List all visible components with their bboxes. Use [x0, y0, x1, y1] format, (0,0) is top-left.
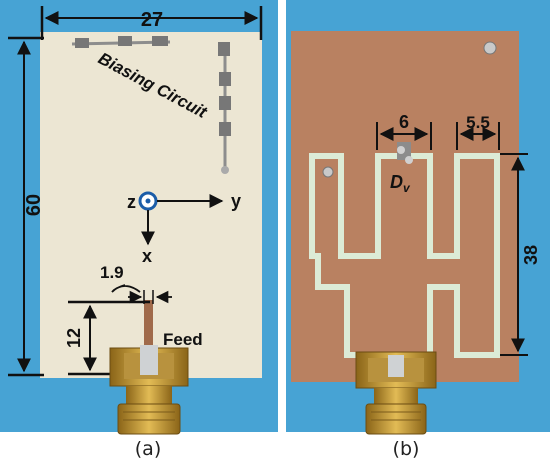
axis-y-label: y	[231, 191, 241, 211]
coordinate-axes	[138, 191, 224, 246]
feed-line	[144, 300, 153, 362]
slot-gap-label: 6	[399, 112, 409, 132]
caption-a: (a)	[134, 438, 162, 460]
slot-pattern	[309, 153, 500, 358]
slot-gap-dimension	[376, 122, 432, 150]
feed-width-label: 1.9	[100, 263, 124, 282]
caption-b: (b)	[392, 438, 420, 460]
feed-length-dimension	[68, 300, 150, 376]
feed-length-label: 12	[64, 328, 84, 348]
varactor-subscript: v	[403, 181, 411, 195]
sma-connector-a	[109, 345, 189, 435]
width-dimension	[40, 6, 263, 40]
ground-screw	[483, 41, 497, 55]
axis-x-label: x	[142, 246, 152, 266]
height-dimension	[8, 36, 44, 377]
varactor-label: Dv	[390, 172, 411, 195]
varactor-diode	[397, 142, 413, 164]
biasing-circuit-components	[71, 36, 231, 174]
height-label: 60	[23, 194, 45, 216]
arm-width-label: 5.5	[466, 113, 490, 132]
slot-height-label: 38	[521, 245, 541, 265]
axis-z-label: z	[127, 192, 136, 212]
panel-b-ground-plane	[291, 31, 519, 382]
sma-connector-b	[355, 351, 437, 435]
feed-label: Feed	[163, 330, 203, 349]
arm-width-dimension	[456, 122, 500, 150]
slot-pattern-inner	[309, 156, 318, 259]
ground-screw	[322, 166, 334, 178]
panel-a: Biasing Circuit 27 60 z y x	[0, 0, 278, 435]
slot-height-dimension	[500, 153, 528, 356]
width-label: 27	[141, 9, 163, 31]
panel-b: Dv 6 5.5 38	[286, 0, 550, 435]
varactor-symbol: D	[390, 172, 403, 192]
